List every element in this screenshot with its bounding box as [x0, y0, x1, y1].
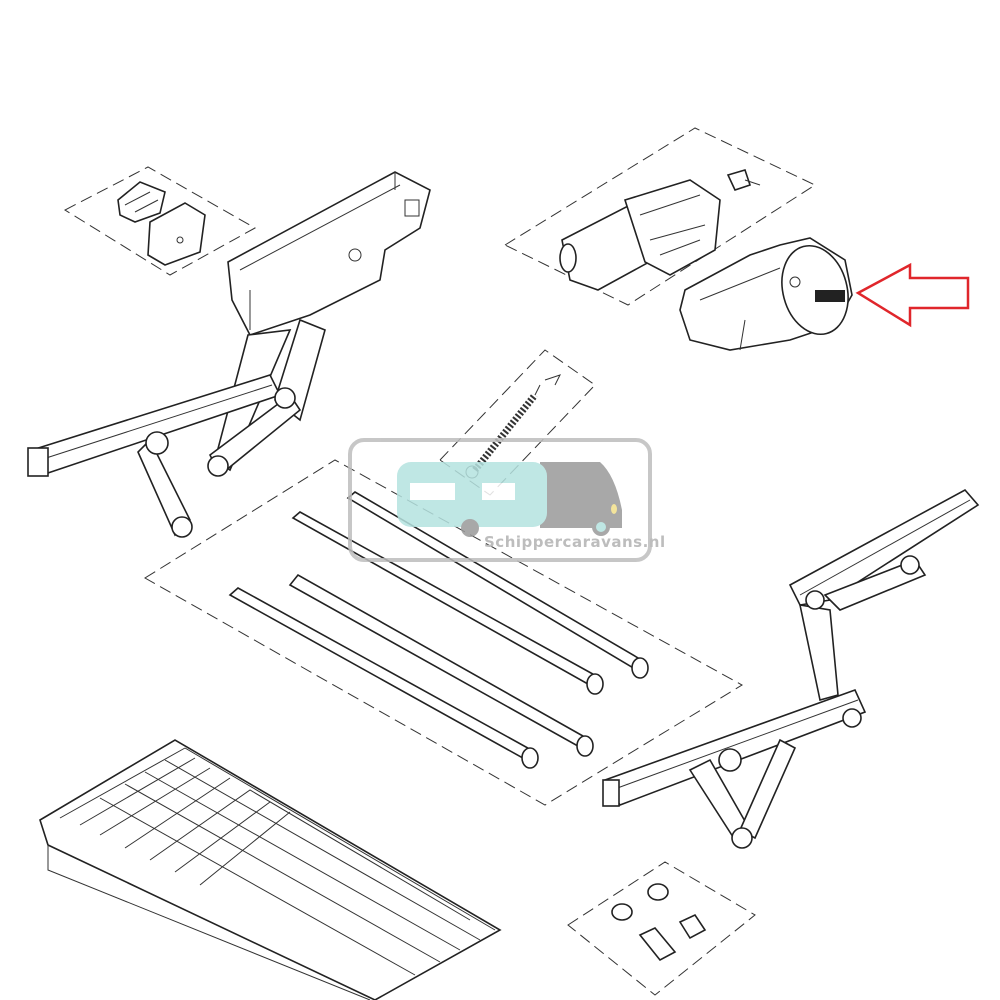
left-arm-assembly: [27, 171, 431, 538]
kit-box-bushings: [567, 861, 756, 996]
kit-box-rails: [144, 459, 743, 806]
kit-box-clips: [63, 166, 257, 276]
bracket-clip-parts: [117, 181, 206, 266]
watermark-frame: [348, 438, 652, 562]
rail-set: [228, 491, 649, 769]
watermark-camper: [440, 462, 622, 528]
highlight-arrow: [855, 262, 970, 328]
motor-cover: [679, 237, 853, 351]
right-arm-assembly: [602, 488, 980, 849]
motor-and-gearbox: [559, 169, 761, 291]
bushing-kit: [611, 883, 707, 962]
watermark-caravan: [397, 462, 547, 527]
watermark-logo: [348, 438, 652, 562]
step-plate: [39, 739, 502, 1000]
cover-logo: [815, 290, 845, 302]
watermark-text: Schippercaravans.nl: [484, 533, 666, 551]
